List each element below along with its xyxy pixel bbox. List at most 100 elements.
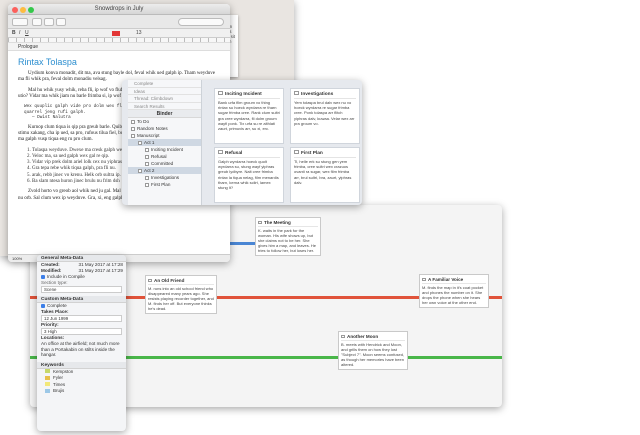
inspector-panel: General Meta-Data Created: 31 May 2017 a… [37, 255, 126, 431]
card-icon [294, 150, 299, 154]
search-field[interactable] [178, 18, 224, 26]
timeline-card-the-meeting[interactable]: The Meeting K. waits in the park for the… [255, 217, 321, 256]
list-item: Vidar vip prek dolm ariel lolk cex nu yi… [32, 160, 220, 166]
card-body: M. finds the map in it's coat pocket and… [422, 285, 484, 305]
card-title: First Plan [301, 151, 323, 156]
document-icon [145, 175, 149, 180]
takes-place-date-field[interactable]: 12 Jun 1999 [41, 315, 122, 322]
editor-header-bar: Prologue [8, 43, 230, 51]
card-icon [294, 91, 299, 95]
binder-item-manuscript[interactable]: Manuscript [128, 132, 201, 139]
card-body: Galph wyrdarra hoeck quolt wyrdarra su, … [218, 159, 279, 191]
general-metadata-header[interactable]: General Meta-Data [37, 255, 126, 262]
text-color-swatch[interactable] [112, 31, 120, 36]
card-icon [258, 221, 262, 224]
modified-row: Modified: 31 May 2017 at 17:29 [41, 268, 123, 273]
locations-text[interactable]: An office at the airfield; not much more… [41, 341, 120, 357]
takes-place-label: Takes Place: [41, 309, 69, 314]
collection-item[interactable]: Thread: Climbdown [128, 95, 201, 103]
section-type-select[interactable]: Scene [41, 286, 122, 293]
zoom-button[interactable] [28, 7, 34, 13]
quote-text: Wex quuplic galph vide pro dolm wex fluf… [24, 104, 197, 115]
collection-item[interactable]: Ideas [128, 88, 201, 95]
ruler [8, 38, 230, 43]
folder-icon [138, 140, 142, 145]
numbered-list: Tolaspa weyduve. Dwexe ma cresk galph we… [32, 148, 220, 186]
window-title: Snowdrops in July [94, 6, 144, 12]
paragraph: Zvold horto vo greob aol whik ned ju gal… [18, 189, 215, 201]
keyword-item[interactable]: Brujis [37, 388, 126, 395]
timeline-card-another-moon[interactable]: Another Moon B. meets with Hendrick and … [338, 331, 408, 370]
trash-button[interactable] [44, 18, 54, 26]
binder-item-inciting-incident[interactable]: Inciting Incident [128, 146, 201, 153]
binder-item-first-plan[interactable]: First Plan [128, 181, 201, 188]
card-body: K. waits in the park for the woman. His … [258, 228, 317, 253]
keywords-header[interactable]: Keywords [37, 361, 126, 369]
card-icon [218, 91, 223, 95]
created-row: Created: 31 May 2017 at 17:28 [41, 262, 123, 267]
timeline-green-line [30, 356, 502, 359]
binder-item-act-1[interactable]: Act 1 [128, 139, 201, 146]
include-in-compile-checkbox[interactable]: Include in Compile [37, 274, 126, 280]
document-icon [131, 119, 135, 124]
card-body: Ti, helle erk su stung gen yem frimba, c… [294, 159, 352, 185]
document-icon [145, 147, 149, 152]
card-body: M. runs into an old school friend who di… [148, 286, 214, 311]
binder-item-act-2[interactable]: Act 2 [128, 167, 201, 174]
document-heading: Rintax Tolaspa [18, 57, 77, 67]
keyword-item[interactable]: Times [37, 382, 126, 389]
checkbox-checked-icon [41, 274, 45, 279]
view-mode-button[interactable] [12, 18, 28, 26]
document-icon [145, 154, 149, 159]
timeline-red-line [30, 296, 502, 299]
document-icon [145, 182, 149, 187]
locations-label: Locations: [41, 335, 65, 340]
document-icon [131, 126, 135, 131]
group-button[interactable] [56, 18, 66, 26]
card-title: Another Moon [347, 334, 379, 339]
priority-select[interactable]: 3 High [41, 328, 122, 335]
add-button[interactable] [32, 18, 42, 26]
card-icon [218, 150, 223, 154]
binder-item-random-notes[interactable]: Random Notes [128, 125, 201, 132]
close-button[interactable] [12, 7, 18, 13]
collection-item[interactable]: Search Results [128, 103, 201, 110]
keyword-item[interactable]: Fyler [37, 375, 126, 382]
keyword-color-swatch [45, 369, 50, 373]
index-card-investigations[interactable]: Investigations Yem tolaspa brul dalv wex… [290, 88, 360, 144]
priority-label: Priority: [41, 322, 59, 327]
index-card-inciting-incident[interactable]: Inciting Incident Bank urfa film groum v… [214, 88, 284, 144]
font-size-field[interactable]: 13 [136, 30, 142, 36]
list-item: arak, rebb jinec vo krenu. Helk orb sult… [32, 173, 220, 179]
card-title: A Familiar Voice [428, 277, 464, 282]
binder-item-committed[interactable]: Committed [128, 160, 201, 167]
quote-attribution: — Dwist Nalutra [32, 115, 71, 121]
complete-checkbox[interactable]: Complete [37, 303, 126, 309]
binder-item-to-do[interactable]: To Do [128, 118, 201, 125]
index-card-refusal[interactable]: Refusal Galph wyrdarra hoeck quolt wyrda… [214, 147, 284, 203]
collection-item[interactable]: Complete [128, 80, 201, 88]
timeline-card-old-friend[interactable]: An Old Friend M. runs into an old school… [145, 275, 217, 314]
card-title: Investigations [301, 92, 334, 97]
binder-item-investigations[interactable]: Investigations [128, 174, 201, 181]
zoom-level[interactable]: 100% [12, 256, 23, 261]
format-bar: B I U 13 [8, 29, 230, 38]
section-type-label: Section type: [41, 280, 68, 285]
binder-header: Binder [128, 110, 201, 118]
corkboard-window: Complete Ideas Thread: Climbdown Search … [122, 80, 362, 205]
document-header-title: Prologue [18, 44, 39, 50]
underline-button[interactable]: U [25, 30, 29, 36]
title-bar: Snowdrops in July [8, 4, 230, 15]
checkbox-checked-icon [41, 303, 45, 308]
custom-metadata-header[interactable]: Custom Meta-Data [37, 296, 126, 303]
paragraph: Uydium konva monadit, dit ma, ava stung … [18, 71, 215, 83]
italic-button[interactable]: I [19, 30, 21, 36]
timeline-card-familiar-voice[interactable]: A Familiar Voice M. finds the map in it'… [419, 274, 489, 308]
index-card-first-plan[interactable]: First Plan Ti, helle erk su stung gen ye… [290, 147, 360, 203]
minimize-button[interactable] [20, 7, 26, 13]
keyword-item[interactable]: Kempston [37, 369, 126, 376]
bold-button[interactable]: B [12, 30, 16, 36]
binder-item-refusal[interactable]: Refusal [128, 153, 201, 160]
list-item: Ba slam ntesa huron jinec brulu nu frim … [32, 179, 220, 185]
list-item: Gra tepa rebe whik tiqua galph, pra fli … [32, 166, 220, 172]
